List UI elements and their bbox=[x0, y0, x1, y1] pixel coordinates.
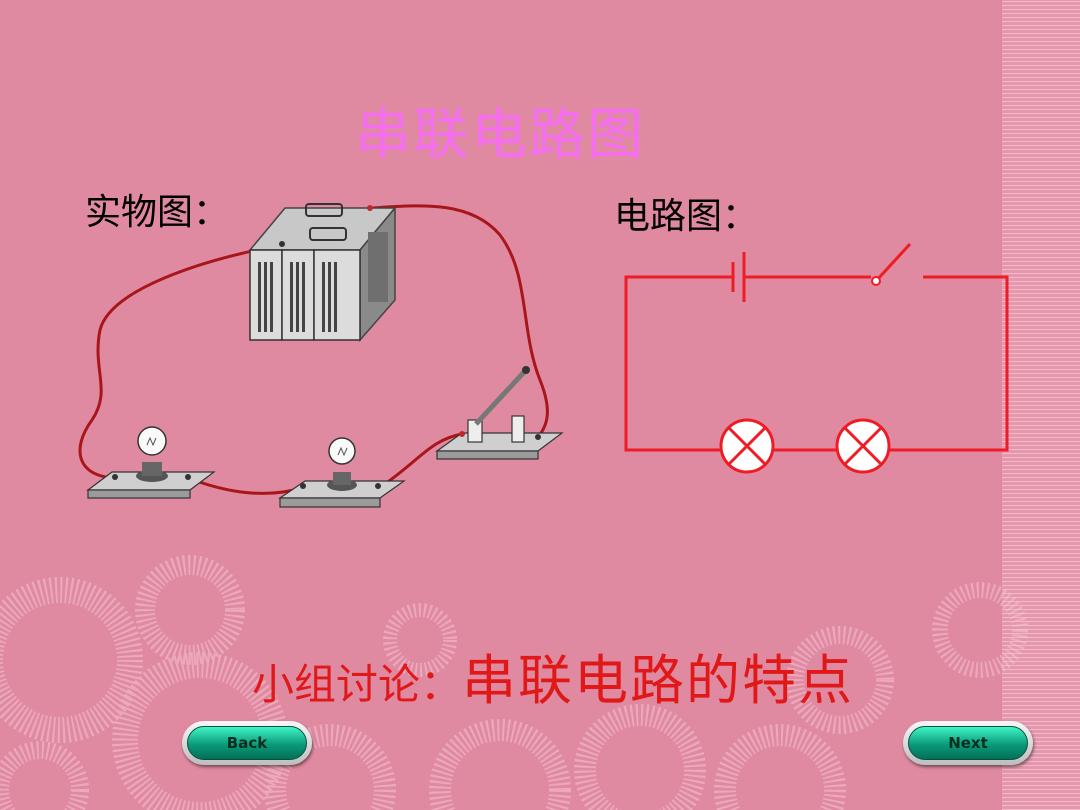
discussion-lead: 小组讨论： bbox=[252, 660, 463, 709]
lamp-1 bbox=[86, 426, 216, 499]
battery-pack bbox=[248, 203, 397, 342]
discussion-topic: 串联电路的特点 bbox=[462, 649, 855, 712]
slide-title: 串联电路图 bbox=[355, 103, 645, 168]
lamp-2 bbox=[278, 437, 406, 508]
schematic-circuit bbox=[624, 242, 1009, 474]
next-button[interactable]: Next bbox=[903, 721, 1033, 765]
discussion-prompt: 小组讨论：串联电路的特点 bbox=[252, 636, 854, 715]
next-button-label: Next bbox=[908, 726, 1028, 760]
striped-border bbox=[1002, 0, 1080, 810]
physical-wires bbox=[78, 204, 549, 495]
knife-switch bbox=[435, 366, 564, 460]
physical-diagram-label: 实物图： bbox=[85, 192, 230, 233]
back-button[interactable]: Back bbox=[182, 721, 312, 765]
back-button-label: Back bbox=[187, 726, 307, 760]
circuit-diagram-label: 电路图： bbox=[614, 196, 759, 237]
